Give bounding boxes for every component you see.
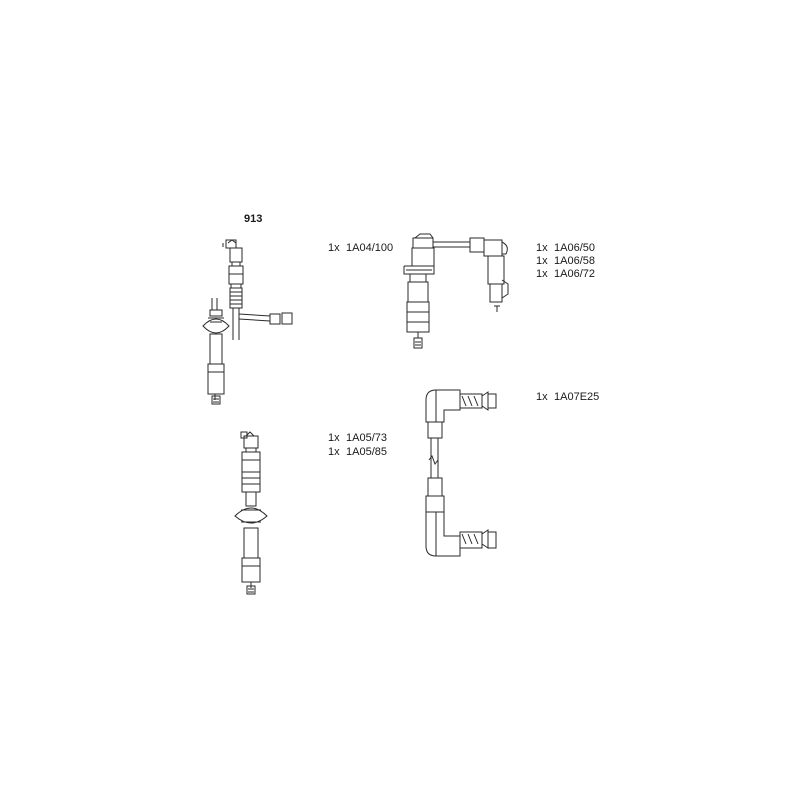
ignition-lead-1a04-100 xyxy=(202,239,293,405)
part-code: 1A04/100 xyxy=(346,242,394,254)
ignition-lead-1a06 xyxy=(403,233,509,349)
part-code: 1A06/72 xyxy=(554,268,595,280)
part-code: 1A05/73 xyxy=(346,432,387,444)
ignition-lead-1a05 xyxy=(234,431,268,595)
part-code: 1A05/85 xyxy=(346,446,387,458)
part-qty: 1x xyxy=(536,391,548,403)
part-qty: 1x xyxy=(328,432,340,444)
part-qty: 1x xyxy=(536,255,548,267)
kit-number: 913 xyxy=(244,213,263,225)
part-code: 1A07E25 xyxy=(554,391,600,403)
part-qty: 1x xyxy=(536,268,548,280)
part-label-2: 1x 1A06/50 xyxy=(536,242,595,255)
ignition-lead-1a07e25 xyxy=(425,389,497,557)
part-label-6: 1x 1A05/85 xyxy=(328,446,387,459)
part-qty: 1x xyxy=(536,242,548,254)
part-label-4: 1x 1A06/72 xyxy=(536,268,595,281)
part-label-7: 1x 1A07E25 xyxy=(536,391,599,404)
part-label-5: 1x 1A05/73 xyxy=(328,432,387,445)
part-qty: 1x xyxy=(328,446,340,458)
part-qty: 1x xyxy=(328,242,340,254)
part-label-3: 1x 1A06/58 xyxy=(536,255,595,268)
part-code: 1A06/58 xyxy=(554,255,595,267)
part-label-1: 1x 1A04/100 xyxy=(328,242,393,255)
part-code: 1A06/50 xyxy=(554,242,595,254)
